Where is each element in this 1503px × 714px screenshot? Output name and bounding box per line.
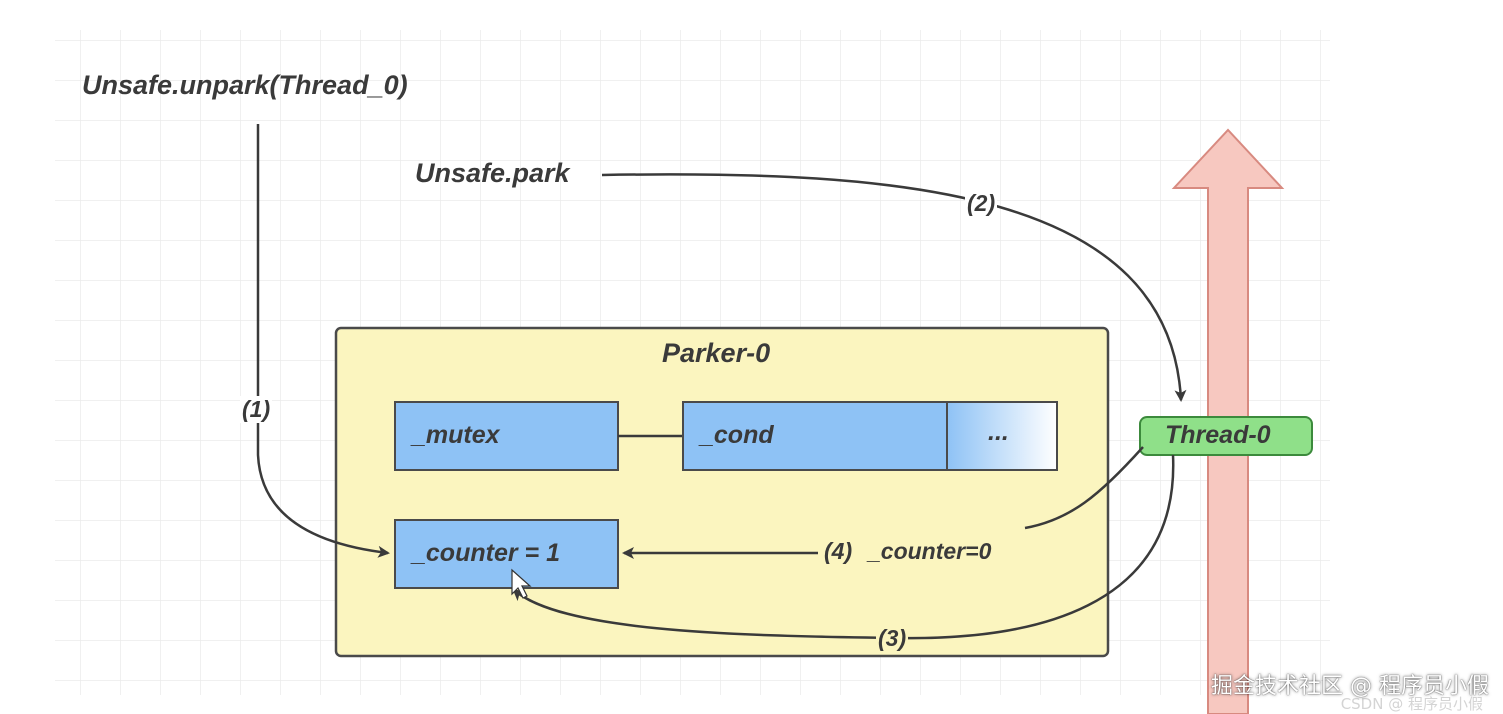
step-3-label: (3) bbox=[876, 625, 909, 652]
step-4-label: (4) bbox=[822, 538, 855, 565]
step-2-label: (2) bbox=[965, 190, 998, 217]
unpark-call-label: Unsafe.unpark(Thread_0) bbox=[82, 70, 408, 100]
cond-box bbox=[682, 401, 948, 471]
parker-container bbox=[334, 326, 1110, 658]
arrow-step-4-curve bbox=[1024, 446, 1144, 530]
arrow-step-1 bbox=[256, 124, 390, 558]
arrow-step-2 bbox=[601, 173, 1187, 402]
watermark-sub: CSDN @ 程序员小假 bbox=[1340, 695, 1483, 713]
cursor-icon bbox=[511, 568, 532, 599]
counter-box bbox=[394, 519, 619, 589]
step-1-label: (1) bbox=[240, 396, 273, 423]
park-call-label: Unsafe.park bbox=[415, 158, 570, 188]
step-4-note: _counter=0 bbox=[866, 538, 994, 565]
thread-box bbox=[1139, 416, 1313, 456]
parker-title: Parker-0 bbox=[662, 338, 771, 368]
cond-label: _cond bbox=[700, 421, 774, 449]
watermark: 掘金技术社区 @ 程序员小假 bbox=[1211, 674, 1489, 699]
mutex-box bbox=[394, 401, 619, 471]
ellipsis-label: ... bbox=[988, 418, 1009, 446]
ellipsis-box bbox=[946, 401, 1058, 471]
thread-label: Thread-0 bbox=[1165, 421, 1271, 449]
mutex-label: _mutex bbox=[412, 421, 500, 449]
counter-label: _counter = 1 bbox=[412, 539, 560, 567]
